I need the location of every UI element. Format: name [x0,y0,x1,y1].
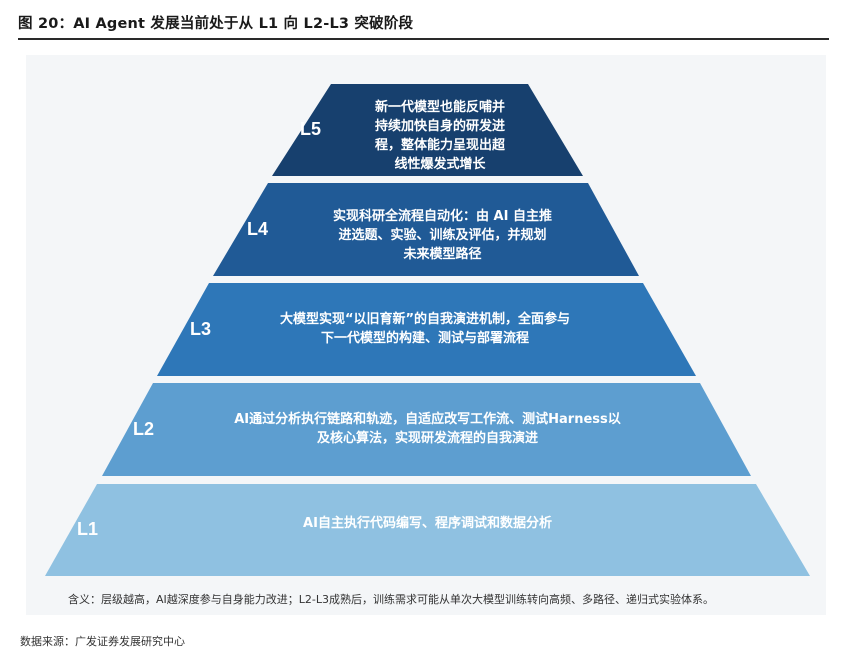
tier-desc-line: 进选题、实验、训练及评估，并规划 [338,228,547,243]
tier-desc-line: 持续加快自身的研发进 [374,119,505,134]
figure-title: 图 20：AI Agent 发展当前处于从 L1 向 L2-L3 突破阶段 [18,16,414,32]
tier-desc-l5: 新一代模型也能反哺并 持续加快自身的研发进 程，整体能力呈现出超 线性爆发式增长 [345,98,535,174]
tier-desc-line: 大模型实现“以旧育新”的自我演进机制，全面参与 [279,312,571,327]
tier-shape-l4 [213,183,639,276]
tier-desc-l2: AI通过分析执行链路和轨迹，自适应改写工作流、测试Harness以 及核心算法，… [190,410,665,448]
tier-desc-line: 未来模型路径 [403,247,482,262]
tier-shape-l1 [45,484,810,576]
tier-shape-l5 [272,84,583,176]
tier-level-l1: L1 [77,519,99,539]
tier-level-l2: L2 [133,419,155,439]
tier-shape-l3 [157,283,696,376]
tier-level-l3: L3 [190,319,212,339]
tier-shape-l2 [102,383,751,476]
tier-level-l4: L4 [247,219,269,239]
meaning-note: 含义：层级越高，AI越深度参与自身能力改进；L2-L3成熟后，训练需求可能从单次… [68,593,714,606]
tier-desc-line: 及核心算法，实现研发流程的自我演进 [316,431,538,446]
tier-desc-line: 实现科研全流程自动化：由 AI 自主推 [333,209,552,224]
tier-desc-line: 线性爆发式增长 [394,157,486,172]
tier-desc-line: 新一代模型也能反哺并 [374,100,505,115]
tier-desc-line: AI自主执行代码编写、程序调试和数据分析 [303,516,552,531]
tier-level-l5: L5 [300,119,322,139]
tier-desc-l4: 实现科研全流程自动化：由 AI 自主推 进选题、实验、训练及评估，并规划 未来模… [300,207,585,264]
title-divider [18,38,829,40]
tier-desc-line: AI通过分析执行链路和轨迹，自适应改写工作流、测试Harness以 [234,412,621,427]
tier-desc-line: 下一代模型的构建、测试与部署流程 [320,331,529,346]
tier-desc-l1: AI自主执行代码编写、程序调试和数据分析 [250,514,605,533]
tier-desc-line: 程，整体能力呈现出超 [374,138,505,153]
tier-desc-l3: 大模型实现“以旧育新”的自我演进机制，全面参与 下一代模型的构建、测试与部署流程 [230,310,620,348]
source-note: 数据来源：广发证券发展研究中心 [20,635,185,648]
